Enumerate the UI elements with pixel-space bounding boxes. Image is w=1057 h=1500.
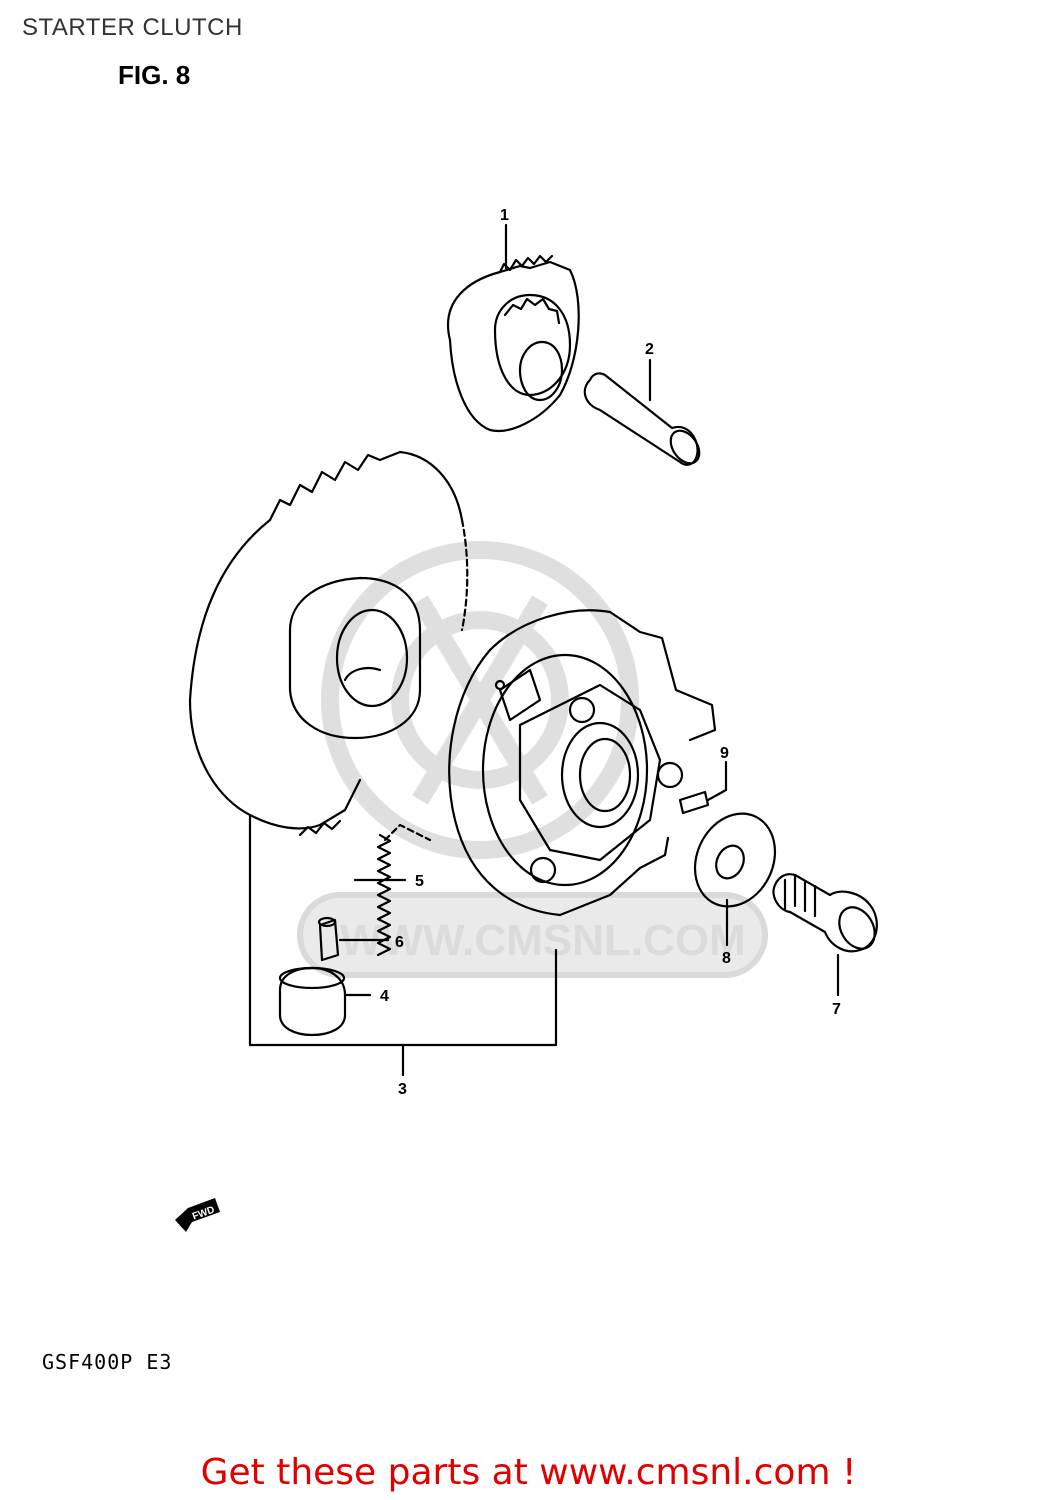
callout-3: 3 — [398, 1081, 407, 1098]
page-title: STARTER CLUTCH — [22, 14, 243, 41]
fwd-arrow-icon: FWD — [175, 1198, 220, 1232]
callout-4: 4 — [380, 988, 389, 1005]
washer — [693, 812, 777, 908]
figure-label: FIG. 8 — [118, 60, 191, 90]
watermark-banner — [297, 892, 768, 978]
watermark: WWW.CMSNL.COM — [297, 541, 768, 978]
callout-6: 6 — [395, 934, 404, 951]
model-code: GSF400P E3 — [42, 1350, 173, 1374]
exploded-diagram: WWW.CMSNL.COM — [175, 207, 878, 1232]
clutch-roller — [278, 966, 347, 1037]
callout-7: 7 — [832, 1001, 841, 1018]
callout-9: 9 — [720, 745, 729, 762]
clutch-bolt — [772, 873, 878, 953]
callout-2: 2 — [645, 341, 654, 358]
starter-clutch-assembly — [448, 609, 717, 917]
spring-dashed-lead — [383, 823, 432, 842]
callout-1: 1 — [500, 207, 509, 224]
watermark-text: WWW.CMSNL.COM — [340, 916, 746, 965]
idle-gear-shaft — [583, 372, 701, 466]
cms-logo-icon — [321, 541, 639, 859]
callout-8: 8 — [722, 950, 731, 967]
starter-driven-gear — [188, 450, 469, 837]
callout-5: 5 — [415, 873, 424, 890]
clutch-spring — [376, 833, 392, 957]
footer-parts-link[interactable]: Get these parts at www.cmsnl.com ! — [200, 1452, 857, 1493]
roller-pin — [317, 916, 340, 962]
leader-9 — [706, 760, 728, 802]
woodruff-key — [678, 790, 710, 815]
starter-idle-gear — [447, 254, 580, 433]
